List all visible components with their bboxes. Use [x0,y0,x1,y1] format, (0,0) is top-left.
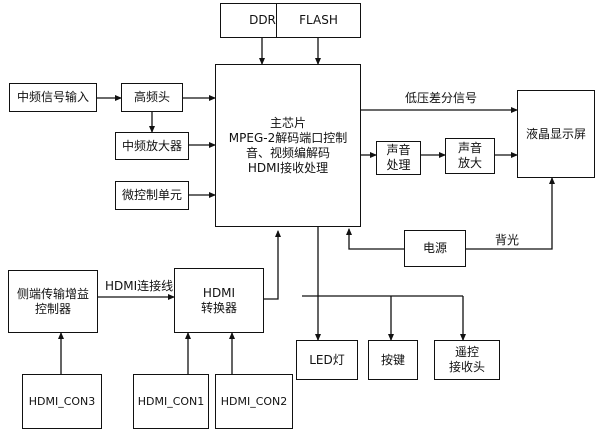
lcd-block: 液晶显示屏 [517,90,595,178]
main-chip-block: 主芯片 MPEG-2解码端口控制 音、视频编解码 HDMI接收处理 [215,64,361,227]
side-hdmi-block: 侧端传输增益 控制器 [8,270,98,333]
power-main-link [346,228,404,250]
hdmi-main-link [264,230,281,300]
main-chip-line-3: 音、视频编解码 [245,145,330,160]
flash-block: FLASH [276,3,361,38]
ir-line-1: 遥控 [454,345,479,359]
hdmi-con3-block: HDMI_CON3 [22,374,102,429]
tuner-block: 高频头 [121,83,183,112]
led-label: LED灯 [309,352,345,367]
hdmi-con1-label: HDMI_CON1 [137,395,205,408]
side-hdmi-line-1: 侧端传输增益 [16,286,89,301]
lvds-label: 低压差分信号 [405,91,478,105]
hdmi-con2-block: HDMI_CON2 [215,374,293,429]
audio-amp-block: 声音 放大 [445,138,495,174]
main-chip-line-4: HDMI接收处理 [247,160,329,175]
hdmi-link-label: HDMI连接线 [105,279,174,293]
main-chip-line-1: 主芯片 [269,115,306,130]
hdmi-switch-line-1: HDMI [202,285,236,300]
flash-label: FLASH [299,13,338,27]
keys-label: 按键 [380,352,405,367]
audio-amp-line-1: 声音 [457,141,482,155]
audio-amp-line-2: 放大 [457,156,482,170]
side-hdmi-line-2: 控制器 [34,301,71,316]
mcu-block: 微控制单元 [115,181,189,210]
hdmi-con2-label: HDMI_CON2 [220,395,288,408]
mcu-label: 微控制单元 [121,188,182,202]
audio-proc-block: 声音 处理 [376,141,421,175]
if-amp-label: 中频放大器 [121,138,182,153]
hdmi-switch-block: HDMI 转换器 [174,268,264,333]
main-chip-line-2: MPEG-2解码端口控制 [228,130,348,145]
ir-receiver-block: 遥控 接收头 [434,340,500,380]
ir-line-2: 接收头 [448,360,485,374]
audio-proc-line-2: 处理 [386,158,411,172]
tuner-label: 高频头 [133,90,170,104]
if-input-block: 中频信号输入 [9,83,97,112]
hdmi-con3-label: HDMI_CON3 [28,395,96,408]
lcd-label: 液晶显示屏 [525,126,586,141]
hdmi-switch-line-2: 转换器 [200,300,237,315]
backlight-label: 背光 [495,233,520,247]
if-amp-block: 中频放大器 [115,132,189,160]
audio-proc-line-1: 声音 [386,143,411,157]
led-block: LED灯 [296,340,358,380]
keys-block: 按键 [368,340,418,380]
backlight-link [466,177,555,250]
power-block: 电源 [404,230,466,267]
hdmi-con1-block: HDMI_CON1 [133,374,209,429]
power-label: 电源 [422,241,447,255]
if-input-label: 中频信号输入 [16,90,89,104]
ddr-label: DDR [249,13,276,27]
